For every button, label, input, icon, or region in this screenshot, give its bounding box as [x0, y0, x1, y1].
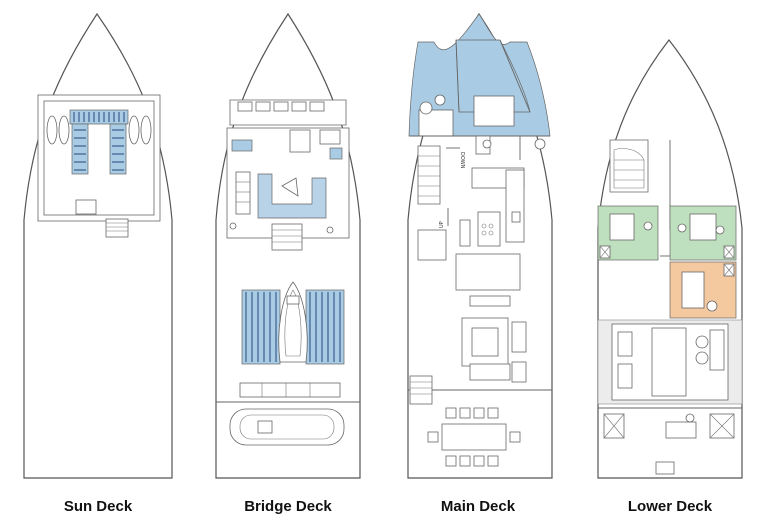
main-master-bed — [473, 95, 515, 127]
main-dining-chairs — [427, 407, 521, 467]
bridge-tender-seat — [286, 295, 300, 305]
lower-crew-bed — [681, 271, 705, 309]
lower-deck-label: Lower Deck — [627, 498, 713, 515]
lower-laz-hatch — [655, 461, 675, 475]
sun-fixture-3 — [128, 115, 140, 145]
sun-deck-label: Sun Deck — [63, 498, 133, 515]
bridge-aft-bench — [239, 382, 341, 398]
bridge-blue-cushion-2 — [329, 147, 343, 160]
bridge-aft-bench-lines — [261, 383, 311, 397]
bridge-fitting-left — [229, 222, 237, 230]
sun-fixture-4 — [140, 115, 152, 145]
lower-port-toilet — [643, 221, 653, 231]
main-side-chair — [511, 321, 527, 353]
bridge-window-panels — [237, 101, 325, 112]
lower-laz-fitting — [685, 413, 695, 423]
main-aft-stair-treads — [410, 381, 432, 395]
main-coffee-table — [471, 327, 499, 357]
main-galley-counter-side — [505, 169, 525, 243]
main-sideboard — [469, 295, 511, 307]
main-bath-toilet — [419, 101, 433, 115]
lower-engine-starboard — [709, 329, 725, 371]
up-label: UP — [439, 221, 445, 228]
main-galley-sink — [511, 211, 521, 223]
main-aft-stairs — [409, 375, 433, 405]
main-stair-treads — [418, 155, 440, 197]
bridge-blue-cushion-1 — [231, 139, 253, 152]
lower-stbd-toilet — [677, 223, 687, 233]
bridge-sunpad-right — [305, 289, 345, 365]
bridge-aft-stairs — [271, 223, 303, 251]
main-galley-stools — [459, 219, 471, 247]
bridge-helm-seat — [319, 129, 341, 145]
lower-centre-tank — [651, 327, 687, 397]
lower-port-bed — [609, 213, 635, 241]
bridge-tender-boat — [278, 281, 308, 363]
main-bath-basin — [434, 94, 446, 106]
main-porthole-fitting — [534, 138, 546, 150]
sun-lounger-left — [71, 123, 89, 175]
main-bath-vanity — [418, 109, 454, 137]
lower-laz-workbench — [665, 421, 697, 439]
sun-console — [75, 199, 97, 215]
main-deck-label: Main Deck — [440, 498, 516, 515]
bridge-stair-treads — [272, 229, 302, 243]
sun-deck-ladder — [105, 218, 129, 238]
lower-generator-aft — [617, 363, 633, 389]
main-pantry — [417, 229, 447, 261]
lower-generator-port — [617, 331, 633, 357]
sun-ladder-rungs — [106, 222, 128, 232]
sun-fixture-2 — [58, 115, 70, 145]
down-label: DOWN — [459, 152, 465, 169]
lower-engine-fitting-1 — [695, 335, 709, 349]
lower-stair-treads — [614, 159, 644, 181]
bridge-helm-console — [289, 129, 311, 153]
sun-fixture-1 — [46, 115, 58, 145]
main-aft-chair — [511, 361, 527, 383]
bridge-table — [281, 177, 299, 197]
bridge-sunpad-left — [241, 289, 281, 365]
lower-stbd-basin — [715, 225, 725, 235]
main-dinette — [455, 253, 521, 291]
main-deck-plan: DOWN UP — [407, 12, 553, 479]
sun-lounger-stripes — [73, 112, 125, 171]
main-spiral-stair — [417, 145, 441, 205]
bridge-side-bench — [235, 171, 251, 215]
sun-deck-hull — [23, 12, 173, 479]
sun-deck-plan — [23, 12, 173, 479]
sun-lounger-right — [109, 123, 127, 175]
main-galley-island — [477, 211, 501, 247]
lower-stbd-bed — [689, 213, 717, 241]
bridge-sunpad-stripes — [245, 292, 341, 362]
bridge-deck-plan — [215, 12, 361, 479]
bridge-rib-tender — [229, 408, 345, 446]
bridge-u-sofa — [257, 173, 327, 219]
main-wc-toilet — [482, 139, 492, 149]
main-aft-bench — [469, 363, 511, 381]
lower-forward-stair — [609, 139, 649, 193]
main-aft-dining-table — [441, 423, 507, 451]
bridge-rib-console — [257, 420, 273, 434]
lower-crew-toilet — [706, 300, 718, 312]
bridge-deck-label: Bridge Deck — [244, 498, 332, 515]
lower-engine-fitting-2 — [695, 351, 709, 365]
bridge-fitting-right — [326, 226, 334, 234]
bridge-bench-lines — [236, 181, 250, 203]
lower-deck-plan — [597, 39, 743, 479]
